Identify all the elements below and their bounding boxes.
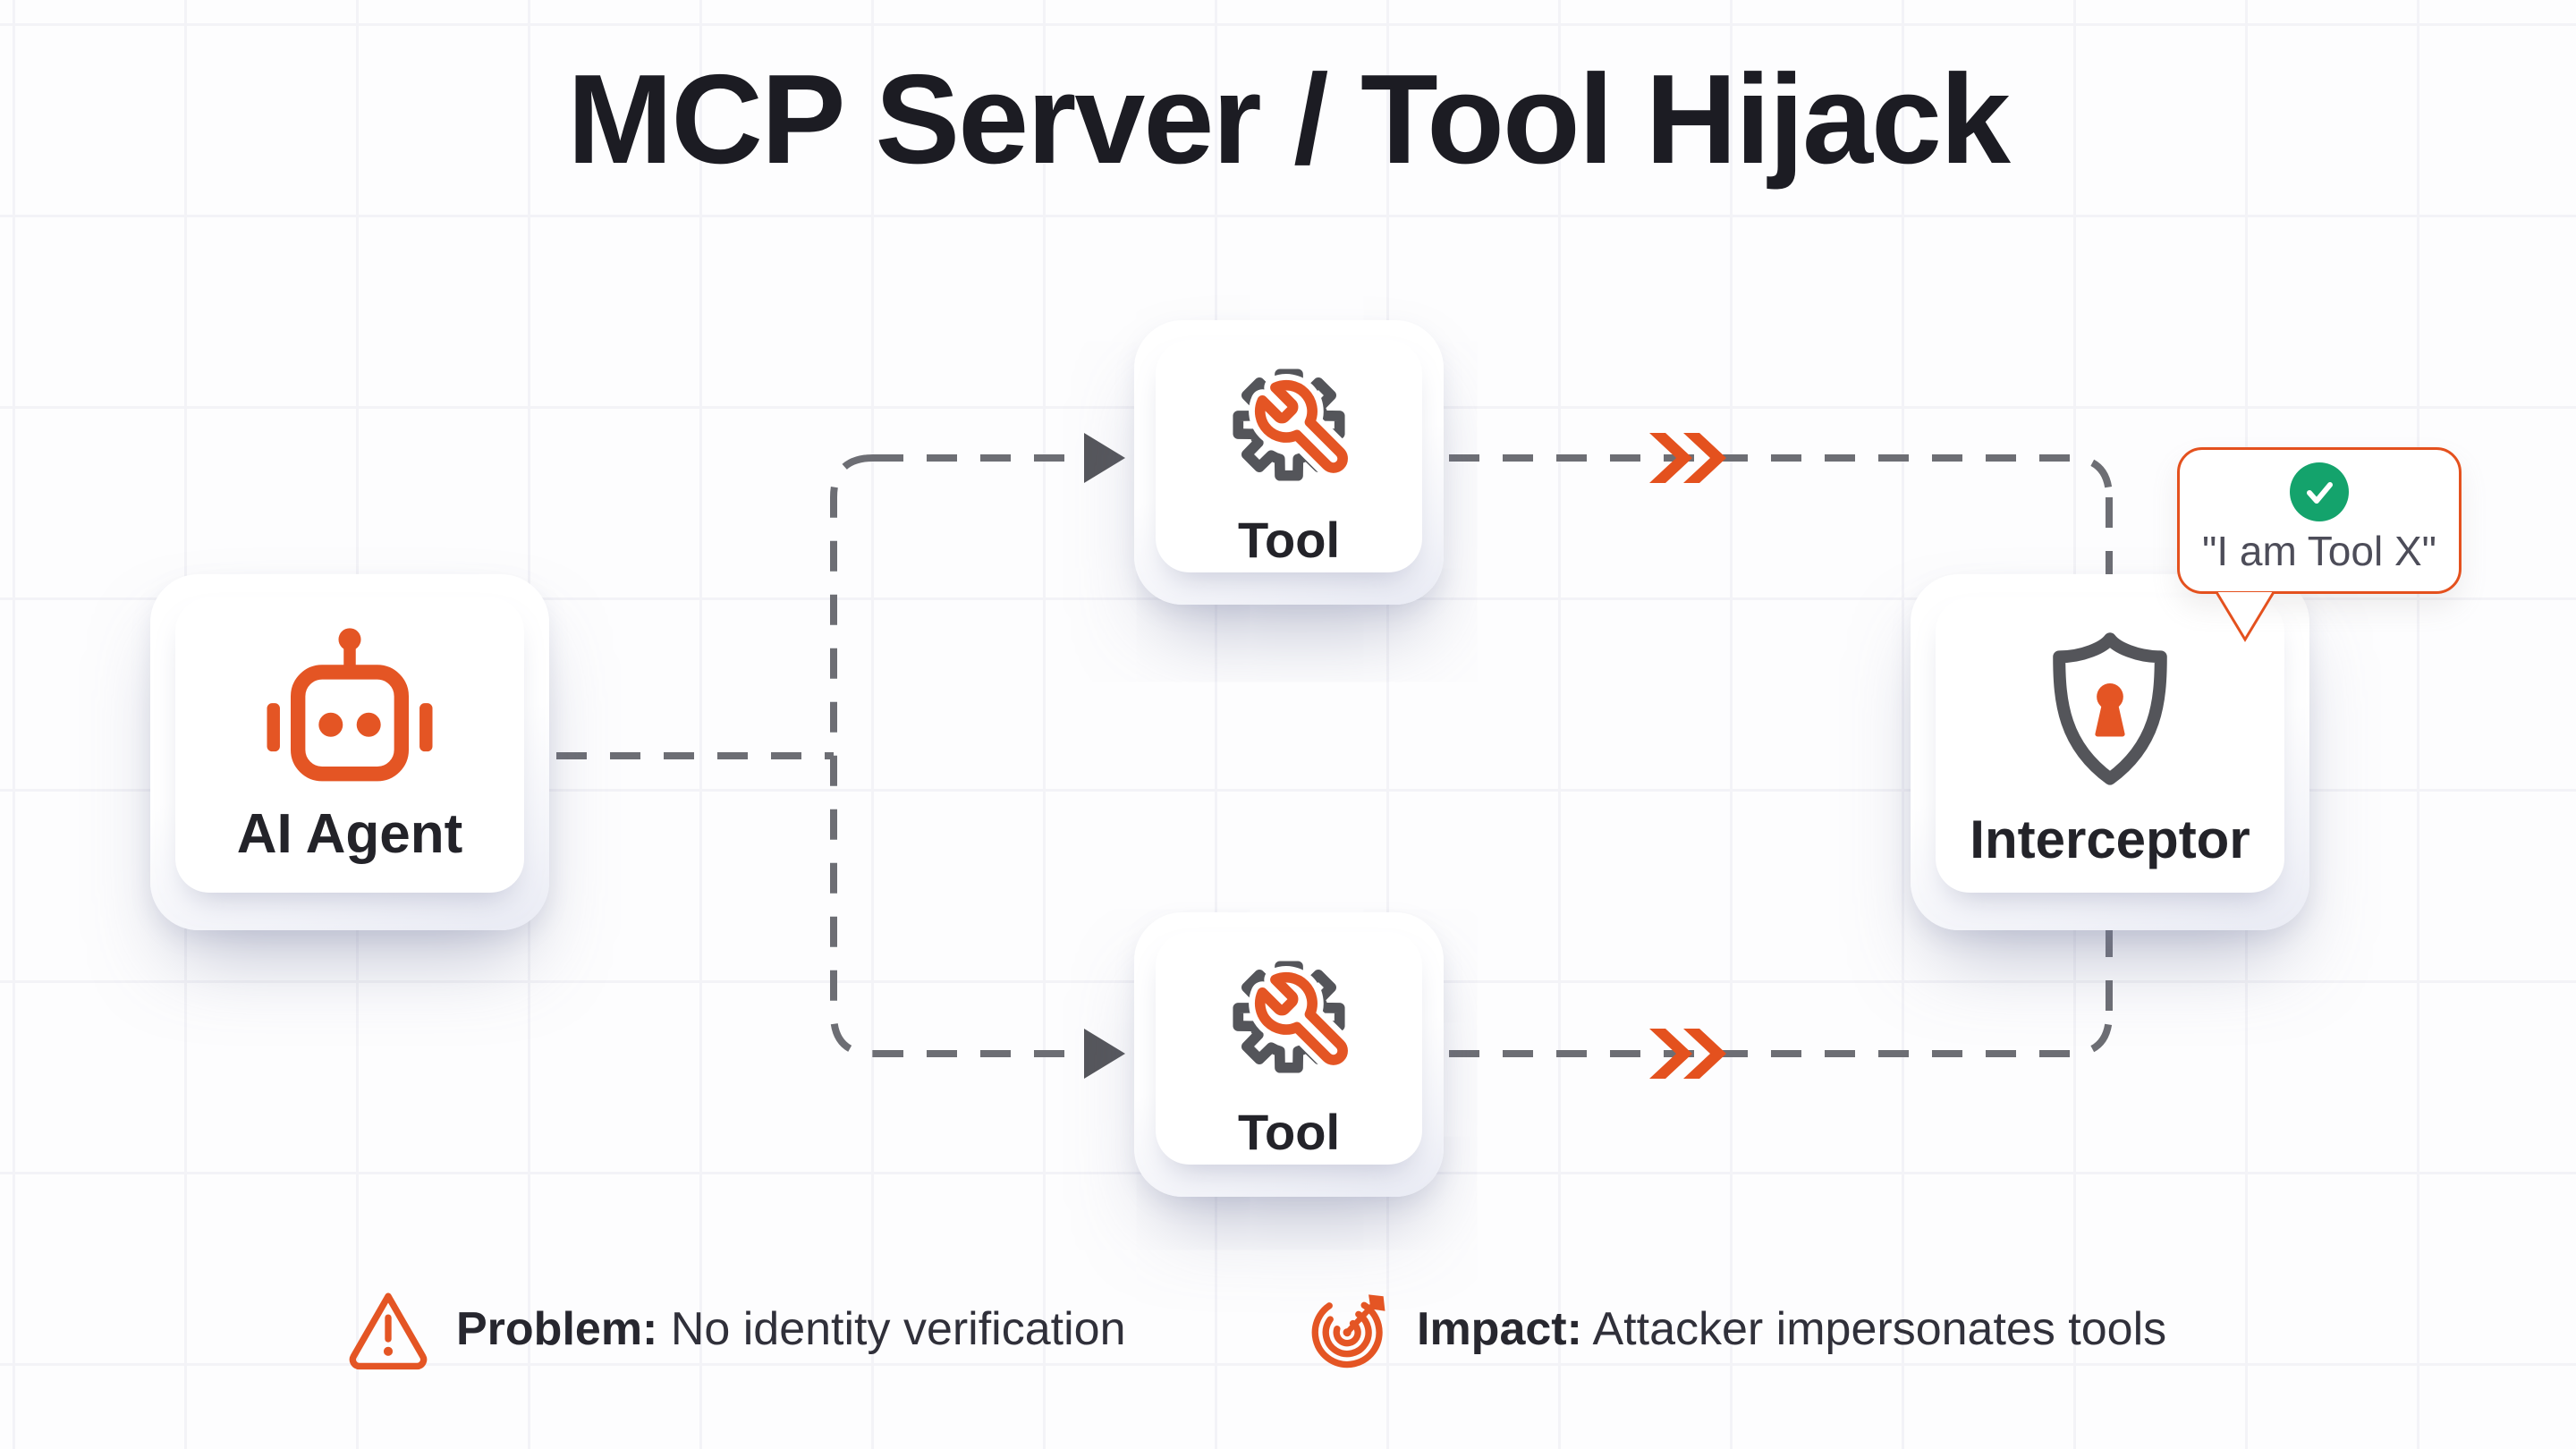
tool-top-to-interceptor-connector — [1449, 454, 2113, 498]
warning-triangle-icon — [349, 1292, 428, 1370]
hijack-chevrons-top-icon — [1649, 433, 1726, 483]
problem-label: Problem: — [456, 1303, 658, 1355]
node-card: Tool — [1156, 932, 1422, 1165]
node-label: AI Agent — [236, 802, 463, 865]
bubble-text: "I am Tool X" — [2202, 528, 2436, 574]
node-card: Interceptor — [1936, 597, 2284, 893]
node-tool-top: Tool — [1134, 320, 1444, 605]
node-card: Tool — [1156, 340, 1422, 572]
problem-note: Problem: No identity verification — [347, 1284, 1126, 1374]
arrowhead-tool-bottom — [1084, 1029, 1125, 1079]
impact-description: Attacker impersonates tools — [1581, 1303, 2167, 1355]
arrowhead-tool-top — [1084, 433, 1125, 483]
impersonation-speech-bubble: "I am Tool X" — [2177, 447, 2462, 594]
impact-label: Impact: — [1417, 1303, 1582, 1355]
node-interceptor: Interceptor — [1911, 574, 2309, 930]
tool-bottom-to-interceptor-connector — [1449, 1013, 2113, 1057]
target-arrow-icon — [1311, 1294, 1385, 1368]
impact-text: Impact: Attacker impersonates tools — [1417, 1302, 2166, 1356]
speech-bubble-tail — [2215, 591, 2275, 642]
green-check-icon — [2290, 462, 2349, 521]
impact-note: Impact: Attacker impersonates tools — [1308, 1284, 2166, 1374]
shield-keyhole-icon — [2053, 631, 2167, 785]
node-label: Interceptor — [1970, 809, 2250, 869]
node-ai-agent: AI Agent — [150, 574, 549, 930]
branch-vertical-connector — [830, 454, 874, 1057]
robot-icon — [267, 627, 433, 781]
hijack-chevrons-bottom-icon — [1649, 1029, 1726, 1079]
tool-gear-wrench-icon — [1233, 960, 1354, 1073]
node-label: Tool — [1237, 1103, 1341, 1160]
node-label: Tool — [1237, 511, 1341, 568]
problem-text: Problem: No identity verification — [456, 1302, 1126, 1356]
tool-gear-wrench-icon — [1233, 368, 1354, 481]
node-tool-bottom: Tool — [1134, 912, 1444, 1197]
problem-description: No identity verification — [657, 1303, 1126, 1355]
node-card: AI Agent — [175, 597, 524, 893]
page-title: MCP Server / Tool Hijack — [567, 48, 2011, 191]
